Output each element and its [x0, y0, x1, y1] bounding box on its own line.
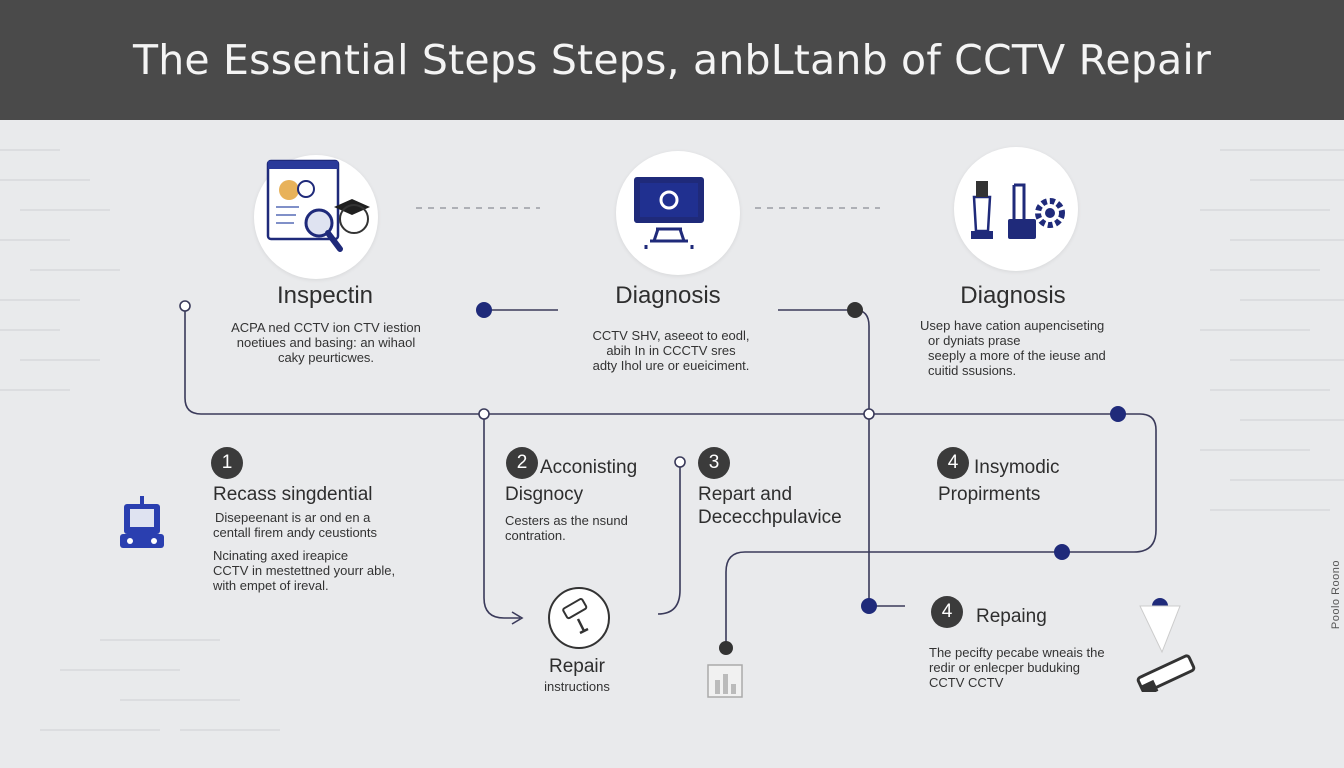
- usb-tool-icon: [1134, 596, 1204, 697]
- text-line: cuitid ssusions.: [928, 363, 1017, 378]
- step-number-3: 3: [698, 447, 730, 479]
- robot-device-icon: [120, 496, 164, 550]
- page-title: The Essential Steps Steps, anbLtanb of C…: [132, 36, 1212, 84]
- text-line: Ncinating axed ireapice: [213, 548, 349, 563]
- text-line: CCTV SHV, aseeot to eodl,: [592, 328, 750, 343]
- header-bar: The Essential Steps Steps, anbLtanb of C…: [0, 0, 1344, 120]
- step-text-1b: Ncinating axed ireapice CCTV in mestettn…: [213, 548, 395, 593]
- step-number-4: 4: [937, 447, 969, 479]
- step-number-1: 1: [211, 447, 243, 479]
- monitor-icon: [616, 151, 740, 275]
- step-text-diagnosis: CCTV SHV, aseeot to eodl, abih In in CCC…: [566, 328, 776, 373]
- step-text-1a: Disepeenant is ar ond en a centall firem…: [213, 510, 377, 540]
- bar-chart-icon: [707, 664, 743, 698]
- text-line: adty Ihol ure or eueiciment.: [592, 358, 750, 373]
- text-line: Disepeenant is ar ond en a: [215, 510, 371, 525]
- repair-label: Repair: [549, 656, 605, 677]
- text-line: abih In in CCCTV sres: [606, 343, 736, 358]
- text-line: Usep have cation aupenciseting: [920, 318, 1105, 333]
- step-number-5: 4: [931, 596, 963, 628]
- repair-sub: instructions: [544, 679, 610, 694]
- step-heading-1: Recass singdential: [213, 484, 373, 505]
- step-text-inspection: ACPA ned CCTV ion CTV iestion noetiues a…: [222, 320, 430, 365]
- step-heading-inspection: Inspectin: [276, 282, 374, 309]
- step-text-5: The pecifty pecabe wneais the redir or e…: [929, 645, 1105, 690]
- text-line: redir or enlecper buduking: [929, 660, 1081, 675]
- text-line: CCTV CCTV: [929, 675, 1004, 690]
- text-line: ACPA ned CCTV ion CTV iestion: [231, 320, 421, 335]
- text-line: noetiues and basing: an wihaol: [236, 335, 416, 350]
- text-line: with empet of ireval.: [213, 578, 329, 593]
- step-heading-4b: Propirments: [938, 484, 1041, 505]
- step-heading-3a: Repart and: [698, 484, 793, 505]
- text-line: caky peurticwes.: [277, 350, 375, 365]
- text-line: CCTV in mestettned yourr able,: [213, 563, 396, 578]
- step-text-2: Cesters as the nsund contration.: [505, 513, 628, 543]
- step-heading-4a: Insymodic: [974, 457, 1060, 478]
- text-line: The pecifty pecabe wneais the: [929, 645, 1105, 660]
- side-vertical-text: Poolo Roono: [1330, 560, 1342, 630]
- text-line: seeply a more of the ieuse and: [928, 348, 1106, 363]
- step-heading-diagnosis: Diagnosis: [615, 282, 721, 309]
- step-heading-2a: Acconisting: [540, 457, 638, 478]
- step-number-2: 2: [506, 447, 538, 479]
- step-heading-3b: Dececchpulavice: [698, 507, 842, 528]
- step-heading-2b: Disgnocy: [505, 484, 584, 505]
- equipment-gear-icon: [954, 147, 1078, 271]
- step-heading-5: Repaing: [976, 606, 1047, 627]
- text-line: or dyniats prase: [928, 333, 1021, 348]
- inspection-magnifier-icon: [254, 155, 378, 279]
- text-line: centall firem andy ceustionts: [213, 525, 378, 540]
- text-line: contration.: [505, 528, 566, 543]
- text-line: Cesters as the nsund: [505, 513, 628, 528]
- step-heading-diagnosis-2: Diagnosis: [960, 282, 1066, 309]
- flow-nodes: [179, 300, 1168, 655]
- cctv-camera-icon: [548, 587, 610, 649]
- step-text-diagnosis-2: Usep have cation aupenciseting or dyniat…: [920, 318, 1130, 378]
